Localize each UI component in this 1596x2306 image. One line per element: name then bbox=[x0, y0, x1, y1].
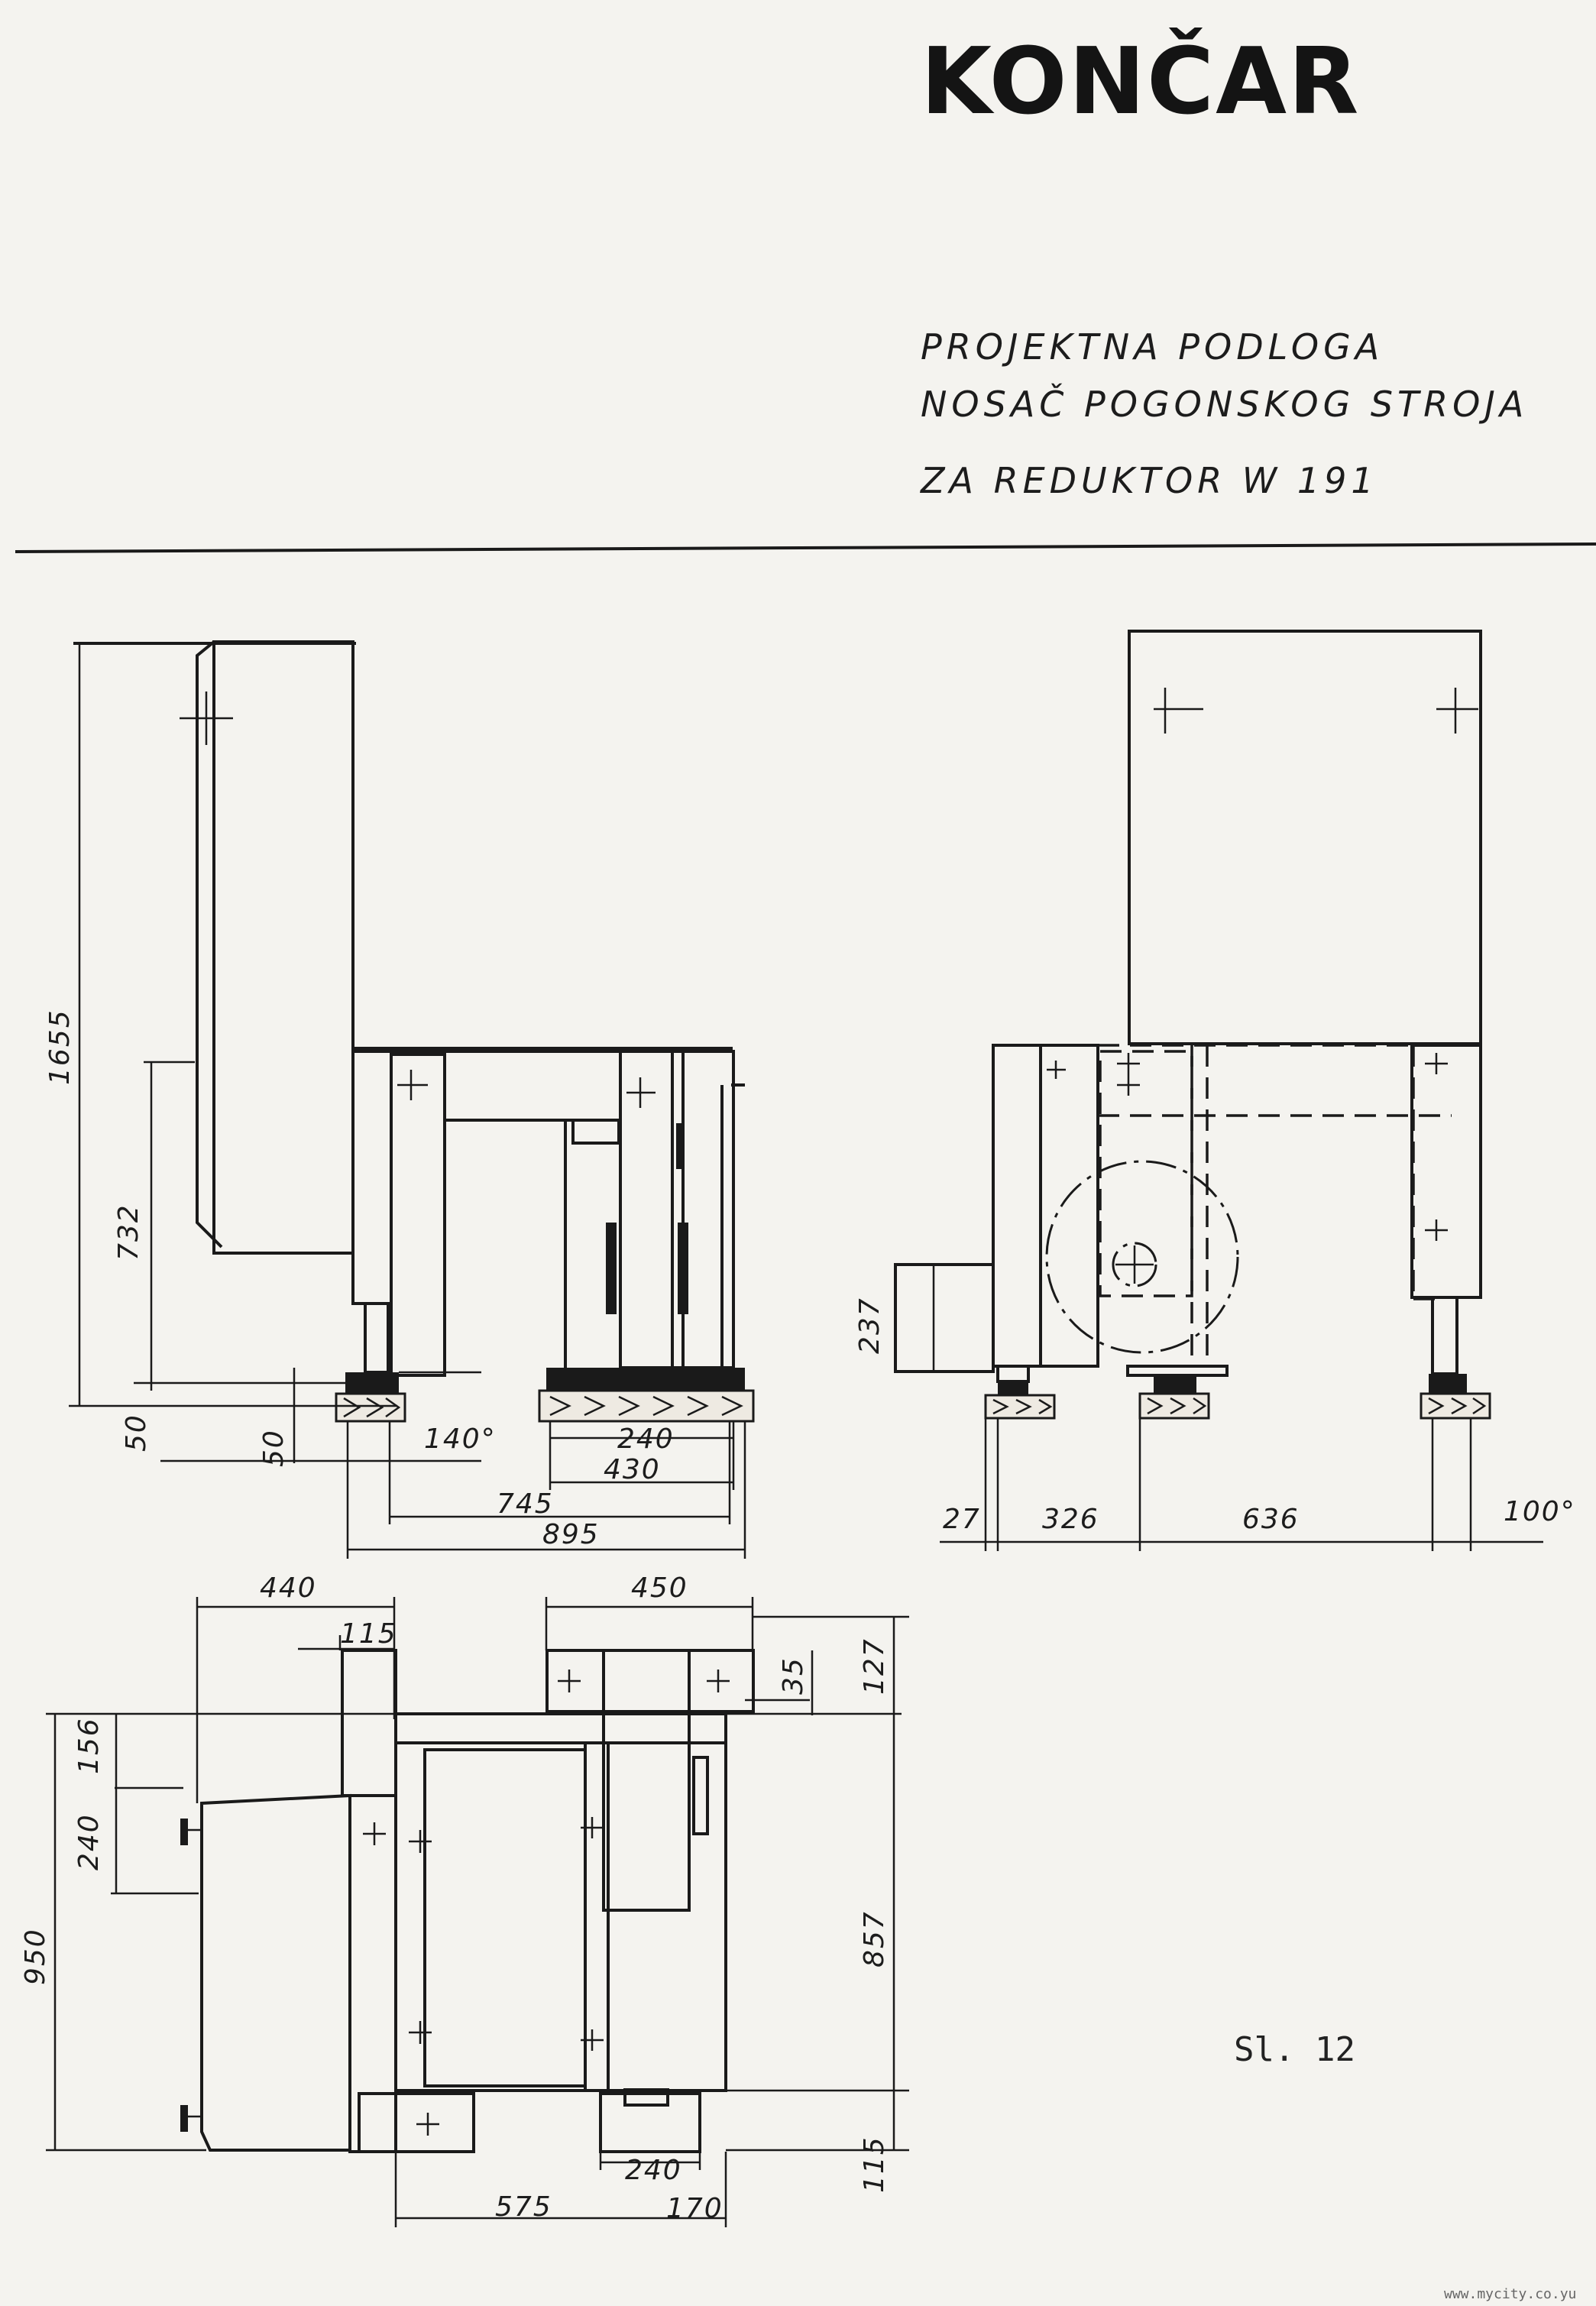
dim-950: 950 bbox=[20, 1928, 51, 1985]
motor-column bbox=[212, 640, 354, 1255]
dim-237: 237 bbox=[854, 1297, 885, 1354]
side-elevation-view: 1655 732 50 50 140° 240 430 745 895 bbox=[44, 640, 755, 1559]
header-divider-line bbox=[15, 542, 1596, 553]
dim-height-1655: 1655 bbox=[44, 1009, 76, 1085]
motor-housing bbox=[1128, 630, 1482, 1045]
footer-watermark: www.mycity.co.yu bbox=[1444, 2286, 1576, 2302]
dim-angle-100: 100° bbox=[1504, 1496, 1576, 1527]
dim-240-pads: 240 bbox=[617, 1423, 675, 1455]
dim-35: 35 bbox=[778, 1657, 809, 1695]
dim-base-50-b: 50 bbox=[258, 1429, 290, 1467]
dim-127: 127 bbox=[859, 1637, 890, 1695]
dim-115-top: 115 bbox=[340, 1618, 397, 1650]
front-elevation-view: 237 27 326 636 100° bbox=[854, 630, 1576, 1551]
dim-745: 745 bbox=[497, 1488, 554, 1520]
dim-575: 575 bbox=[495, 2191, 552, 2223]
dim-440: 440 bbox=[260, 1572, 317, 1604]
plan-view: 440 450 115 35 127 156 240 950 857 115 2… bbox=[20, 1572, 909, 2227]
wheel-hub bbox=[1112, 1242, 1157, 1287]
dim-240-bottom: 240 bbox=[625, 2155, 682, 2186]
dim-240-left: 240 bbox=[73, 1813, 105, 1870]
drive-wheel bbox=[1045, 1160, 1239, 1354]
dim-636: 636 bbox=[1242, 1504, 1300, 1535]
koncar-logo: KONČAR bbox=[921, 28, 1360, 135]
dim-156: 156 bbox=[73, 1717, 105, 1774]
dim-height-732: 732 bbox=[113, 1203, 144, 1261]
dim-27: 27 bbox=[943, 1504, 981, 1535]
dim-angle-140: 140° bbox=[424, 1423, 497, 1455]
dim-430: 430 bbox=[604, 1454, 661, 1485]
title-line-2: NOSAČ POGONSKOG STROJA bbox=[921, 383, 1528, 425]
dim-857: 857 bbox=[859, 1910, 890, 1968]
dim-450: 450 bbox=[631, 1572, 688, 1604]
title-line-3: ZA REDUKTOR W 191 bbox=[919, 460, 1378, 501]
dim-170: 170 bbox=[666, 2193, 724, 2224]
dim-base-50-a: 50 bbox=[121, 1414, 152, 1452]
title-line-1: PROJEKTNA PODLOGA bbox=[921, 326, 1384, 368]
figure-label: Sl. 12 bbox=[1234, 2030, 1355, 2069]
dim-895: 895 bbox=[542, 1519, 600, 1550]
dim-115-bottom: 115 bbox=[859, 2136, 890, 2193]
dim-326: 326 bbox=[1042, 1504, 1099, 1535]
